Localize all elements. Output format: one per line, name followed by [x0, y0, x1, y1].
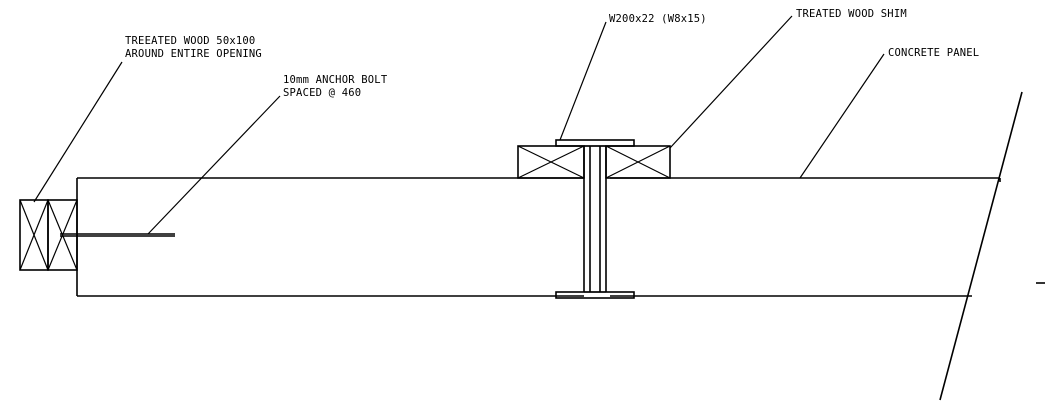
anchor-bolt [60, 233, 175, 237]
label-wood-shim: TREATED WOOD SHIM [796, 8, 907, 20]
label-anchor-bolt-line2: SPACED @ 460 [283, 87, 361, 99]
leader-wood-shim [669, 15, 793, 149]
leader-concrete-panel [799, 53, 885, 179]
label-steel-beam: W200x22 (W8x15) [609, 13, 707, 25]
leader-steel-beam [559, 21, 607, 141]
steel-beam [555, 139, 635, 299]
label-concrete-panel: CONCRETE PANEL [888, 47, 979, 59]
leader-anchor-bolt [147, 95, 281, 235]
wood-shim-right [605, 145, 671, 179]
concrete-panel-left [76, 177, 584, 297]
label-anchor-bolt-line1: 10mm ANCHOR BOLT [283, 74, 388, 86]
label-wood-frame-line2: AROUND ENTIRE OPENING [125, 48, 262, 60]
label-wood-frame-line1: TREEATED WOOD 50x100 [125, 35, 255, 47]
wood-shim-left [517, 145, 585, 179]
leader-wood-frame [33, 61, 123, 203]
break-line [939, 91, 1023, 401]
wood-frame-blocks [19, 199, 78, 271]
concrete-panel-right [610, 177, 1001, 297]
